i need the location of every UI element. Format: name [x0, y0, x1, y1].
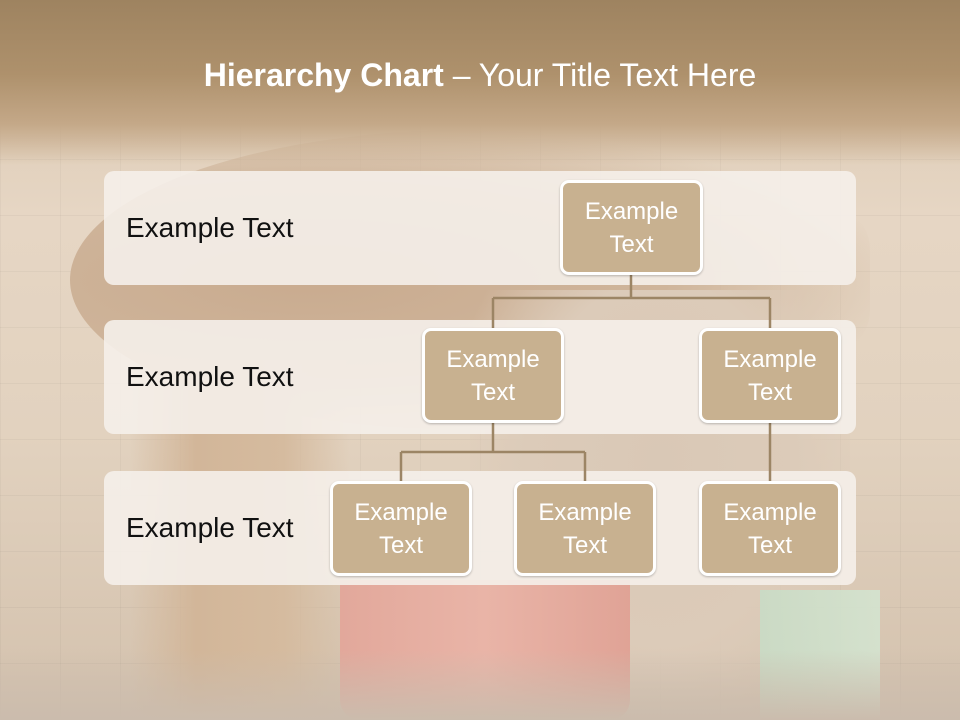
slide-title: Hierarchy Chart – Your Title Text Here	[0, 54, 960, 96]
node-level2-right[interactable]: Example Text	[699, 328, 841, 423]
node-level3-b[interactable]: Example Text	[514, 481, 656, 576]
title-rest-part: – Your Title Text Here	[443, 57, 757, 93]
row-panel-level-1: Example Text	[104, 171, 856, 285]
row-label-level-2: Example Text	[126, 361, 294, 392]
node-root[interactable]: Example Text	[560, 180, 703, 275]
title-bold-part: Hierarchy Chart	[203, 57, 444, 93]
node-level2-left[interactable]: Example Text	[422, 328, 564, 423]
node-level3-c[interactable]: Example Text	[699, 481, 841, 576]
row-label-level-1: Example Text	[126, 212, 294, 243]
title-band	[0, 0, 960, 165]
floor	[0, 650, 960, 720]
row-label-level-3: Example Text	[126, 512, 294, 543]
node-level3-a[interactable]: Example Text	[330, 481, 472, 576]
